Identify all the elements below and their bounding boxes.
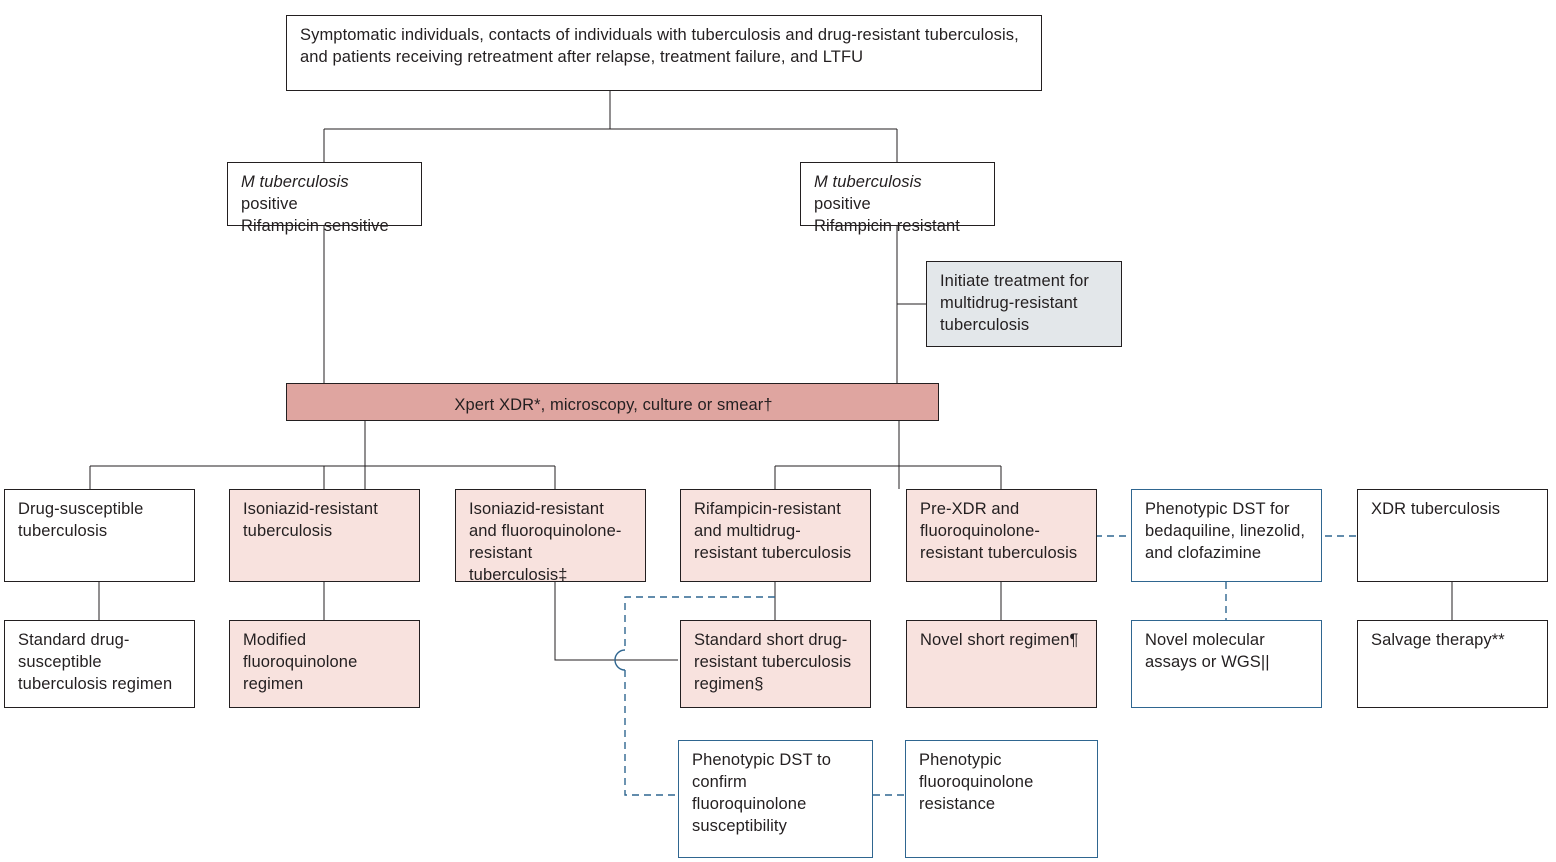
entry-line-2: and patients receiving retreatment after… <box>300 47 864 66</box>
node-pre-xdr-fq-resistant-tb: Pre-XDR and fluoroquinolone-resistant tu… <box>906 489 1097 582</box>
rif-resistant-line-1: M tuberculosis positive <box>814 172 983 216</box>
edge-dashed-line-hop <box>614 649 626 671</box>
node-novel-molecular-assays: Novel molecular assays or WGS|| <box>1131 620 1322 708</box>
node-phenotypic-fq-resistance: Phenotypic fluoroquinolone resistance <box>905 740 1098 858</box>
edge-inhfq-to-standard-short <box>554 582 678 661</box>
organism-name: M tuberculosis <box>241 173 349 191</box>
rif-resistant-line-2: Rifampicin resistant <box>814 216 960 235</box>
node-entry-population: Symptomatic individuals, contacts of ind… <box>286 15 1042 91</box>
node-phenotypic-dst-confirm-fq: Phenotypic DST to confirm fluoroquinolon… <box>678 740 873 858</box>
node-rifampicin-mdr-tb: Rifampicin-resistant and multidrug-resis… <box>680 489 871 582</box>
node-drug-susceptible-tb: Drug-susceptible tuberculosis <box>4 489 195 582</box>
organism-status: positive <box>814 194 871 213</box>
node-xpert-banner: Xpert XDR*, microscopy, culture or smear… <box>286 383 939 421</box>
node-novel-short-regimen: Novel short regimen¶ <box>906 620 1097 708</box>
node-xdr-tuberculosis: XDR tuberculosis <box>1357 489 1548 582</box>
organism-status: positive <box>241 194 298 213</box>
node-rifampicin-sensitive: M tuberculosis positive Rifampicin sensi… <box>227 162 422 235</box>
node-modified-fq-regimen: Modified fluoroquinolone regimen <box>229 620 420 708</box>
organism-name: M tuberculosis <box>814 173 922 191</box>
node-isoniazid-resistant-tb: Isoniazid-resistant tuberculosis <box>229 489 420 582</box>
entry-line-1: Symptomatic individuals, contacts of ind… <box>300 26 1019 44</box>
rif-sensitive-line-2: Rifampicin sensitive <box>241 216 389 235</box>
node-isoniazid-fq-resistant-tb: Isoniazid-resistant and fluoroquinolone-… <box>455 489 646 584</box>
node-salvage-therapy: Salvage therapy** <box>1357 620 1548 708</box>
node-standard-short-dr-regimen: Standard short drug-resistant tuberculos… <box>680 620 871 708</box>
edge-dashed-to-phenotypic-confirm <box>624 670 678 796</box>
rif-sensitive-line-1: M tuberculosis positive <box>241 172 410 216</box>
node-initiate-mdr-treatment: Initiate treatment for multidrug-resista… <box>926 261 1122 347</box>
node-phenotypic-dst-bedaquiline: Phenotypic DST for bedaquiline, linezoli… <box>1131 489 1322 582</box>
node-standard-ds-regimen: Standard drug-susceptible tuberculosis r… <box>4 620 195 708</box>
node-rifampicin-resistant: M tuberculosis positive Rifampicin resis… <box>800 162 995 235</box>
